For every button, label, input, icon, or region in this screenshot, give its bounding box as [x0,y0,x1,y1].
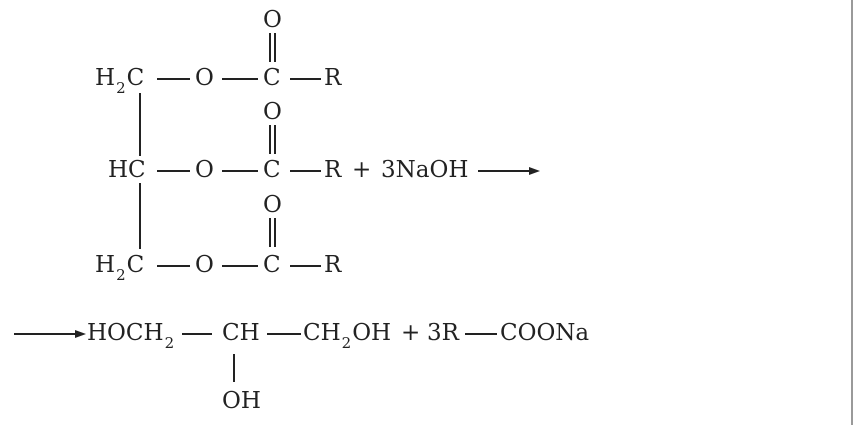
product-arrow-line [14,333,76,335]
bond-c2-o2 [157,170,190,172]
carbonyl-oxygen-3: O [263,192,282,218]
product-arrow-head [75,329,86,338]
naoh-reagent: 3NaOH [381,157,469,183]
ch-group: HC [108,157,146,183]
bond-c1-o1 [157,78,190,80]
carbonyl-oxygen-2: O [263,99,282,125]
bond-c2-r2 [290,170,321,172]
bond-c1-r1 [290,78,321,80]
double-bond-2a [269,125,271,154]
backbone-bond-upper [139,93,141,156]
ch2-group-1: H2C [95,65,145,97]
carbonyl-carbon-3: C [263,252,281,278]
ester-oxygen-3: O [195,252,214,278]
bond-glycerol-right [267,333,301,335]
carbonyl-oxygen-1: O [263,7,282,33]
backbone-bond-lower [139,183,141,249]
bond-c3-r3 [290,265,321,267]
double-bond-3b [274,218,276,247]
glycerol-ch: CH [222,320,260,346]
bond-o1-c1 [222,78,258,80]
ester-oxygen-1: O [195,65,214,91]
reaction-arrow-line [478,170,530,172]
plus-sign-products: + [401,320,421,346]
bond-c3-o3 [157,265,190,267]
bond-glycerol-oh [233,354,235,382]
double-bond-3a [269,218,271,247]
carbonyl-carbon-1: C [263,65,281,91]
bond-o3-c3 [222,265,258,267]
glycerol-hoch2: HOCH2 [87,320,175,352]
glycerol-hydroxyl: OH [222,388,261,414]
ester-oxygen-2: O [195,157,214,183]
r-group-1: R [324,65,342,91]
reaction-arrow-head [529,166,540,175]
carbonyl-carbon-2: C [263,157,281,183]
double-bond-1a [269,33,271,62]
soap-3r: 3R [427,320,459,346]
glycerol-ch2oh: CH2OH [303,320,392,352]
soap-coona: COONa [500,320,590,346]
bond-o2-c2 [222,170,258,172]
ch2-group-3: H2C [95,252,145,284]
r-group-2: R [324,157,342,183]
plus-sign-reactants: + [352,157,372,183]
bond-glycerol-left [182,333,212,335]
image-border [851,0,853,425]
double-bond-2b [274,125,276,154]
double-bond-1b [274,33,276,62]
bond-r-coona [465,333,497,335]
r-group-3: R [324,252,342,278]
